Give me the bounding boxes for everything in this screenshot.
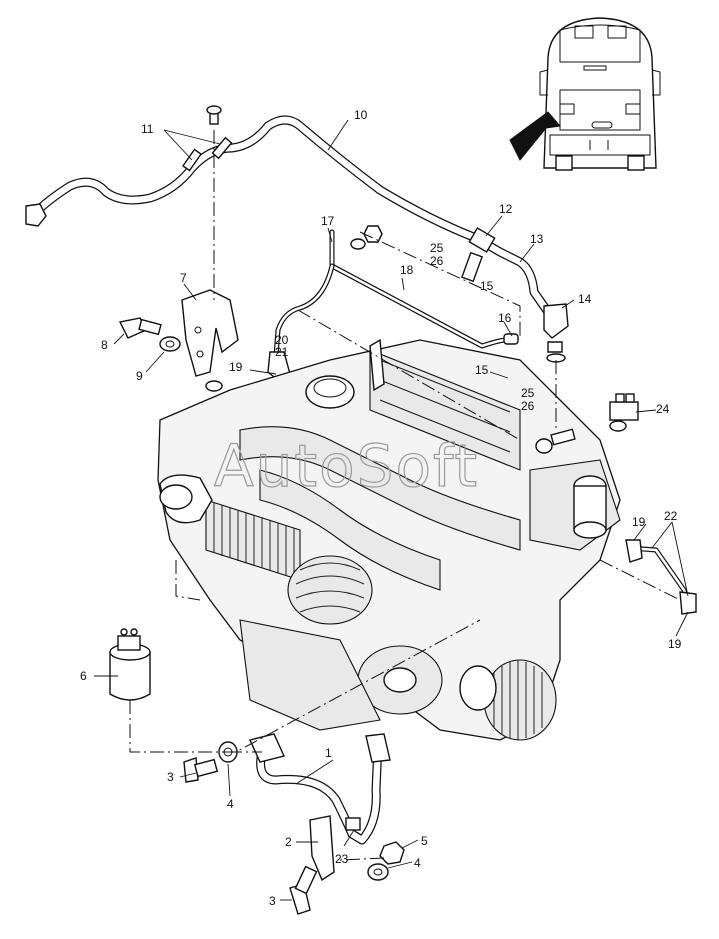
callout-26a: 26 [430, 254, 444, 268]
callout-7: 7 [180, 271, 187, 285]
engine-assembly [157, 338, 639, 741]
bracket-7 [118, 289, 239, 419]
callout-24: 24 [656, 402, 670, 416]
centerlines [129, 130, 681, 861]
callout-18: 18 [400, 263, 414, 277]
callout-19b: 19 [632, 515, 646, 529]
dipstick-tube-1 [183, 733, 405, 915]
callout-16: 16 [498, 311, 512, 325]
callouts: 1 2 3 3 4 4 5 6 7 8 9 10 11 12 13 14 15 … [80, 108, 682, 908]
callout-19c: 19 [668, 637, 682, 651]
callout-17: 17 [321, 214, 335, 228]
callout-19a: 19 [229, 360, 243, 374]
pipe-10 [25, 105, 569, 363]
callout-26b: 26 [521, 399, 535, 413]
bus-rear-view-inset [509, 17, 661, 171]
callout-20: 20 [275, 333, 289, 347]
watermark-text: AutoSoft [214, 432, 479, 500]
callout-2: 2 [285, 835, 292, 849]
callout-15b: 15 [475, 363, 489, 377]
callout-13: 13 [530, 232, 544, 246]
pointer-arrow [509, 111, 561, 161]
pipe-18 [267, 225, 519, 383]
callout-1: 1 [325, 746, 332, 760]
callout-15a: 15 [480, 279, 494, 293]
callout-4b: 4 [414, 856, 421, 870]
callout-11: 11 [141, 122, 154, 136]
callout-4a: 4 [227, 797, 234, 811]
callout-14: 14 [578, 292, 592, 306]
callout-21: 21 [275, 345, 289, 359]
callout-25a: 25 [430, 241, 444, 255]
callout-25b: 25 [521, 386, 535, 400]
callout-5: 5 [421, 834, 428, 848]
callout-23: 23 [335, 852, 349, 866]
callout-3b: 3 [269, 894, 276, 908]
callout-12: 12 [499, 202, 513, 216]
leader-lines [94, 119, 689, 901]
sensor-6 [109, 628, 151, 701]
callout-9: 9 [136, 369, 143, 383]
callout-3a: 3 [167, 770, 174, 784]
callout-10: 10 [354, 108, 368, 122]
callout-22: 22 [664, 509, 678, 523]
callout-6: 6 [80, 669, 87, 683]
callout-8: 8 [101, 338, 108, 352]
line-22 [625, 539, 697, 615]
